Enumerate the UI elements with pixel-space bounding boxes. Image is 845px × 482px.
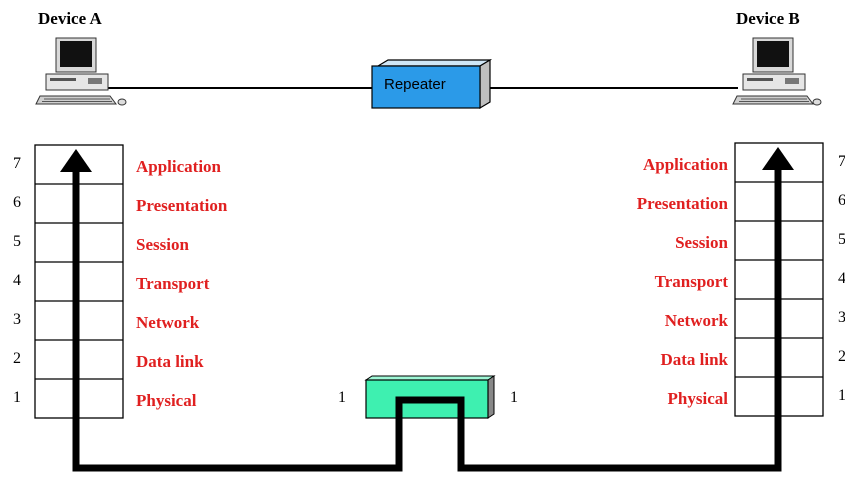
layer-number: 1 [838,387,845,404]
device-a-layer-network: Network [136,313,200,332]
up-arrow-icon [60,149,92,172]
up-arrow-icon [762,147,794,170]
computer-icon [732,37,822,106]
layer-number: 2 [838,348,845,365]
layer-number: 7 [838,153,845,170]
layer-number: 5 [838,231,845,248]
device-b-layer-data-link: Data link [660,350,728,369]
device-a-title: Device A [38,9,102,28]
layer-number: 5 [13,233,21,250]
layer-number: 3 [838,309,845,326]
device-a-layer-session: Session [136,235,189,254]
data-path [60,147,794,472]
device-b-layer-session: Session [675,233,728,252]
computer-icon [35,37,127,106]
layer-number: 4 [13,272,21,289]
device-a-layer-application: Application [136,157,222,176]
device-b-layer-physical: Physical [667,389,728,408]
layer-number: 1 [13,389,21,406]
layer-number: 2 [13,350,21,367]
repeater-layer-number-right: 1 [510,389,518,406]
repeater-box [371,65,481,109]
device-b-layer-presentation: Presentation [636,194,728,213]
repeater-layer-number-left: 1 [338,389,346,406]
device-a-layer-transport: Transport [136,274,210,293]
layer-number: 6 [838,192,845,209]
device-a-layer-physical: Physical [136,391,197,410]
layer-number: 4 [838,270,845,287]
layer-number: 3 [13,311,21,328]
device-b-title: Device B [736,9,800,28]
device-a-layer-presentation: Presentation [136,196,228,215]
device-b-layer-transport: Transport [654,272,728,291]
repeater-device [371,58,493,110]
device-b-layer-network: Network [664,311,728,330]
device-a-layer-data-link: Data link [136,352,204,371]
layer-number: 6 [13,194,21,211]
layer-number: 7 [13,155,21,172]
repeater-label: Repeater [384,76,446,93]
device-b-layer-application: Application [642,155,728,174]
